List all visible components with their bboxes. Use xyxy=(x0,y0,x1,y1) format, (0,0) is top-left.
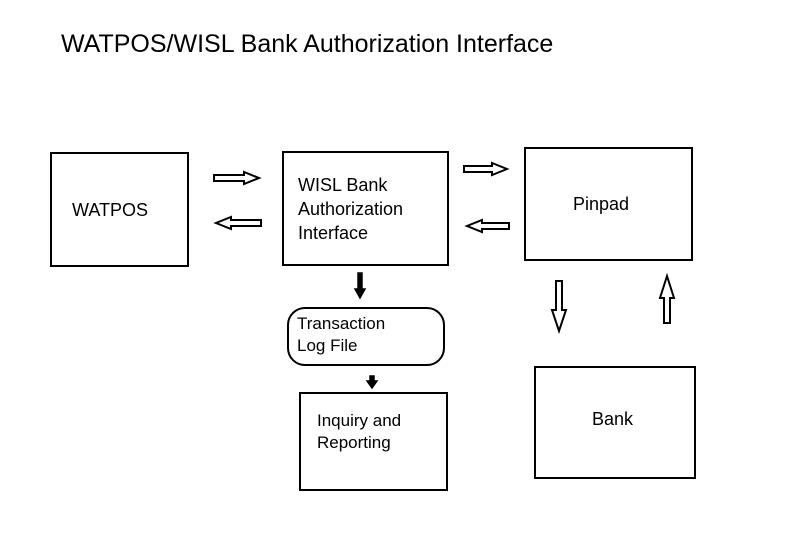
arrow-wisl-to-watpos xyxy=(213,215,262,231)
transaction-log-label: Transaction Log File xyxy=(297,313,385,357)
diagram-title: WATPOS/WISL Bank Authorization Interface xyxy=(61,30,554,58)
inquiry-reporting-node: Inquiry and Reporting xyxy=(299,392,448,491)
wisl-label-line-3: Interface xyxy=(298,223,369,243)
arrow-wisl-to-pinpad xyxy=(463,161,510,177)
bank-label: Bank xyxy=(592,407,633,431)
inquiry-reporting-label: Inquiry and Reporting xyxy=(317,410,401,454)
arrow-pinpad-to-bank xyxy=(550,280,568,335)
wisl-interface-label: WISL Bank Authorization Interface xyxy=(298,173,403,245)
log-label-line-2: Log File xyxy=(297,336,358,355)
arrow-watpos-to-wisl xyxy=(213,170,262,186)
bank-label-line-1: Bank xyxy=(592,409,634,429)
wisl-label-line-2: Authorization xyxy=(298,199,404,219)
watpos-label-line-1: WATPOS xyxy=(72,200,148,220)
log-label-line-1: Transaction xyxy=(297,314,386,333)
arrow-log-to-inquiry xyxy=(365,375,379,390)
pinpad-label-line-1: Pinpad xyxy=(573,194,630,214)
transaction-log-node: Transaction Log File xyxy=(287,307,445,366)
inquiry-label-line-2: Reporting xyxy=(317,433,391,452)
pinpad-label: Pinpad xyxy=(573,192,629,216)
wisl-label-line-1: WISL Bank xyxy=(298,175,388,195)
watpos-node: WATPOS xyxy=(50,152,189,267)
arrow-pinpad-to-wisl xyxy=(464,218,510,234)
inquiry-label-line-1: Inquiry and xyxy=(317,411,402,430)
pinpad-node: Pinpad xyxy=(524,147,693,261)
wisl-interface-node: WISL Bank Authorization Interface xyxy=(282,151,449,266)
arrow-wisl-to-log xyxy=(353,272,367,300)
arrow-bank-to-pinpad xyxy=(658,272,676,324)
watpos-label: WATPOS xyxy=(72,198,148,222)
bank-node: Bank xyxy=(534,366,696,479)
